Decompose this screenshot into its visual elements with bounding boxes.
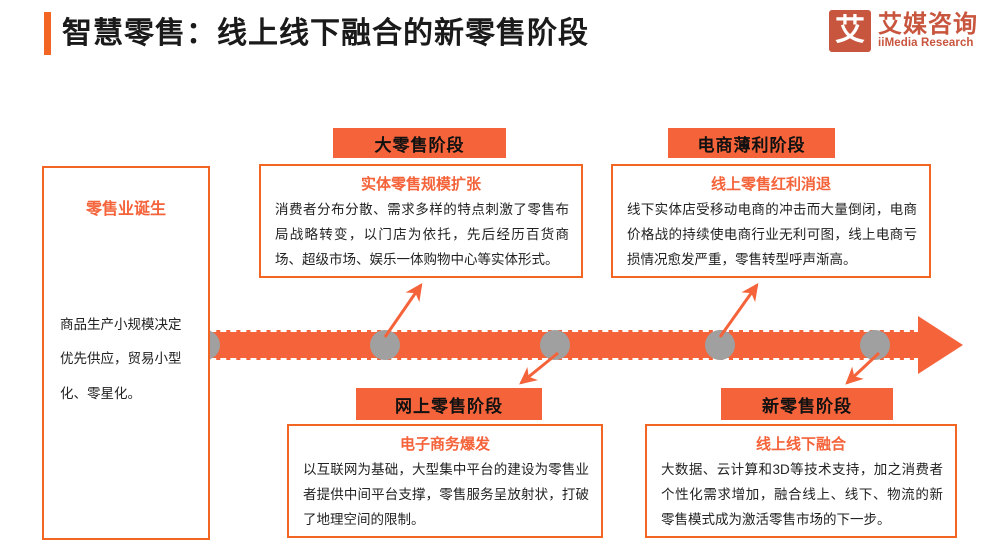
stage-4-heading: 电子商务爆发 (399, 436, 490, 453)
brand-logo: 艾 艾媒咨询 iiMedia Research (829, 8, 978, 54)
stage-2-heading: 实体零售规模扩张 (360, 176, 481, 193)
stage-4-body: 以互联网为基础，大型集中平台的建设为零售业者提供中间平台支撑，零售服务呈放射状，… (303, 462, 589, 527)
page-title: 智慧零售：线上线下融合的新零售阶段 (62, 17, 589, 50)
stage-5-body: 大数据、云计算和3D等技术支持，加之消费者个性化需求增加，融合线上、线下、物流的… (661, 462, 943, 527)
stage-3-heading: 线上零售红利消退 (710, 176, 831, 193)
timeline-node-5[interactable] (860, 330, 890, 360)
timeline-arrowhead-icon (918, 316, 963, 374)
stage-1-heading: 零售业诞生 (85, 201, 166, 218)
stage-4-banner[interactable]: 网上零售阶段 (356, 388, 542, 420)
logo-text: 艾媒咨询 iiMedia Research (878, 10, 978, 51)
stage-3-body: 线下实体店受移动电商的冲击而大量倒闭，电商价格战的持续使电商行业无利可图，线上电… (627, 202, 917, 267)
stage-card-big-retail[interactable]: 实体零售规模扩张 消费者分布分散、需求多样的特点刺激了零售布局战略转变，以门店为… (259, 164, 583, 278)
stage-5-banner[interactable]: 新零售阶段 (721, 388, 893, 420)
stage-2-body: 消费者分布分散、需求多样的特点刺激了零售布局战略转变，以门店为依托，先后经历百货… (275, 202, 569, 267)
stage-5-heading: 线上线下融合 (755, 436, 846, 453)
logo-mark-icon: 艾 (829, 10, 871, 52)
stage-card-retail-birth[interactable]: 零售业诞生 商品生产小规模决定优先供应，贸易小型化、零星化。 (42, 166, 210, 540)
stage-2-banner[interactable]: 大零售阶段 (333, 128, 506, 158)
timeline-node-3[interactable] (540, 330, 570, 360)
logo-name-cn: 艾媒咨询 (878, 10, 978, 38)
stage-card-ecommerce-thin-margin[interactable]: 线上零售红利消退 线下实体店受移动电商的冲击而大量倒闭，电商价格战的持续使电商行… (611, 164, 931, 278)
stage-3-banner[interactable]: 电商薄利阶段 (668, 128, 835, 158)
stage-1-body: 商品生产小规模决定优先供应，贸易小型化、零星化。 (60, 317, 182, 401)
title-accent-bar (44, 12, 51, 55)
timeline-node-2[interactable] (370, 330, 400, 360)
timeline-node-4[interactable] (705, 330, 735, 360)
logo-name-en: iiMedia Research (878, 36, 974, 49)
stage-card-online-retail[interactable]: 电子商务爆发 以互联网为基础，大型集中平台的建设为零售业者提供中间平台支撑，零售… (287, 424, 603, 538)
stage-card-new-retail[interactable]: 线上线下融合 大数据、云计算和3D等技术支持，加之消费者个性化需求增加，融合线上… (645, 424, 957, 538)
